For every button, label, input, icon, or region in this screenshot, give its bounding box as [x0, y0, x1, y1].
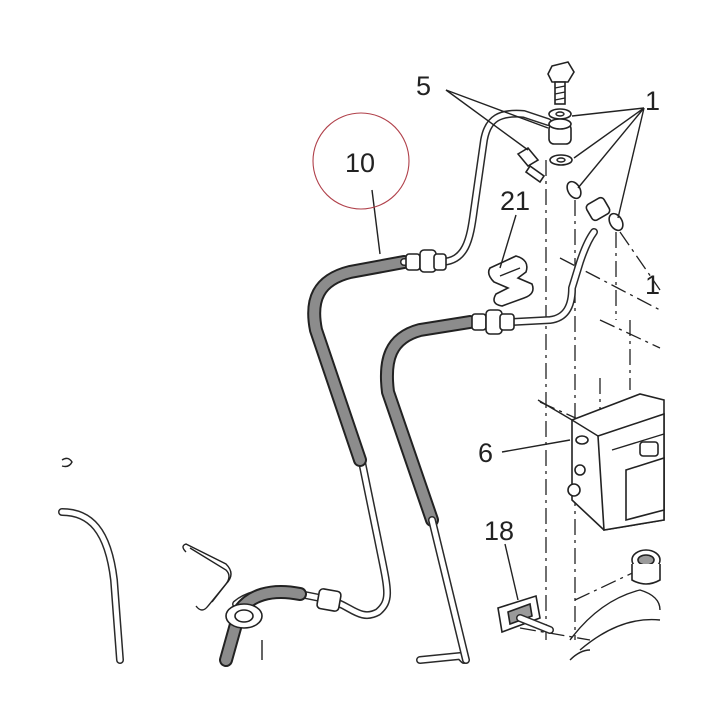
callout-21: 21 [500, 186, 530, 216]
clip-21 [487, 255, 534, 307]
retaining-clip [182, 543, 232, 611]
banjo-bolt-assembly [516, 61, 624, 232]
lower-left-pipe [58, 457, 124, 664]
callout-18: 18 [484, 516, 514, 546]
leader-lines [371, 89, 645, 601]
callout-5: 5 [416, 71, 431, 101]
brake-hose-10 [307, 109, 552, 620]
callout-1-top: 1 [645, 86, 660, 116]
callouts: 5 1 10 21 1 6 18 [345, 71, 660, 546]
callout-10: 10 [345, 148, 375, 178]
brake-hose-right [379, 228, 598, 664]
grommet [569, 549, 661, 661]
callout-1-right: 1 [645, 270, 660, 300]
highlight-circle [312, 112, 410, 210]
callout-6: 6 [478, 438, 493, 468]
control-unit-6 [537, 393, 665, 531]
grommet-18 [497, 594, 554, 634]
lower-hose [219, 584, 468, 667]
